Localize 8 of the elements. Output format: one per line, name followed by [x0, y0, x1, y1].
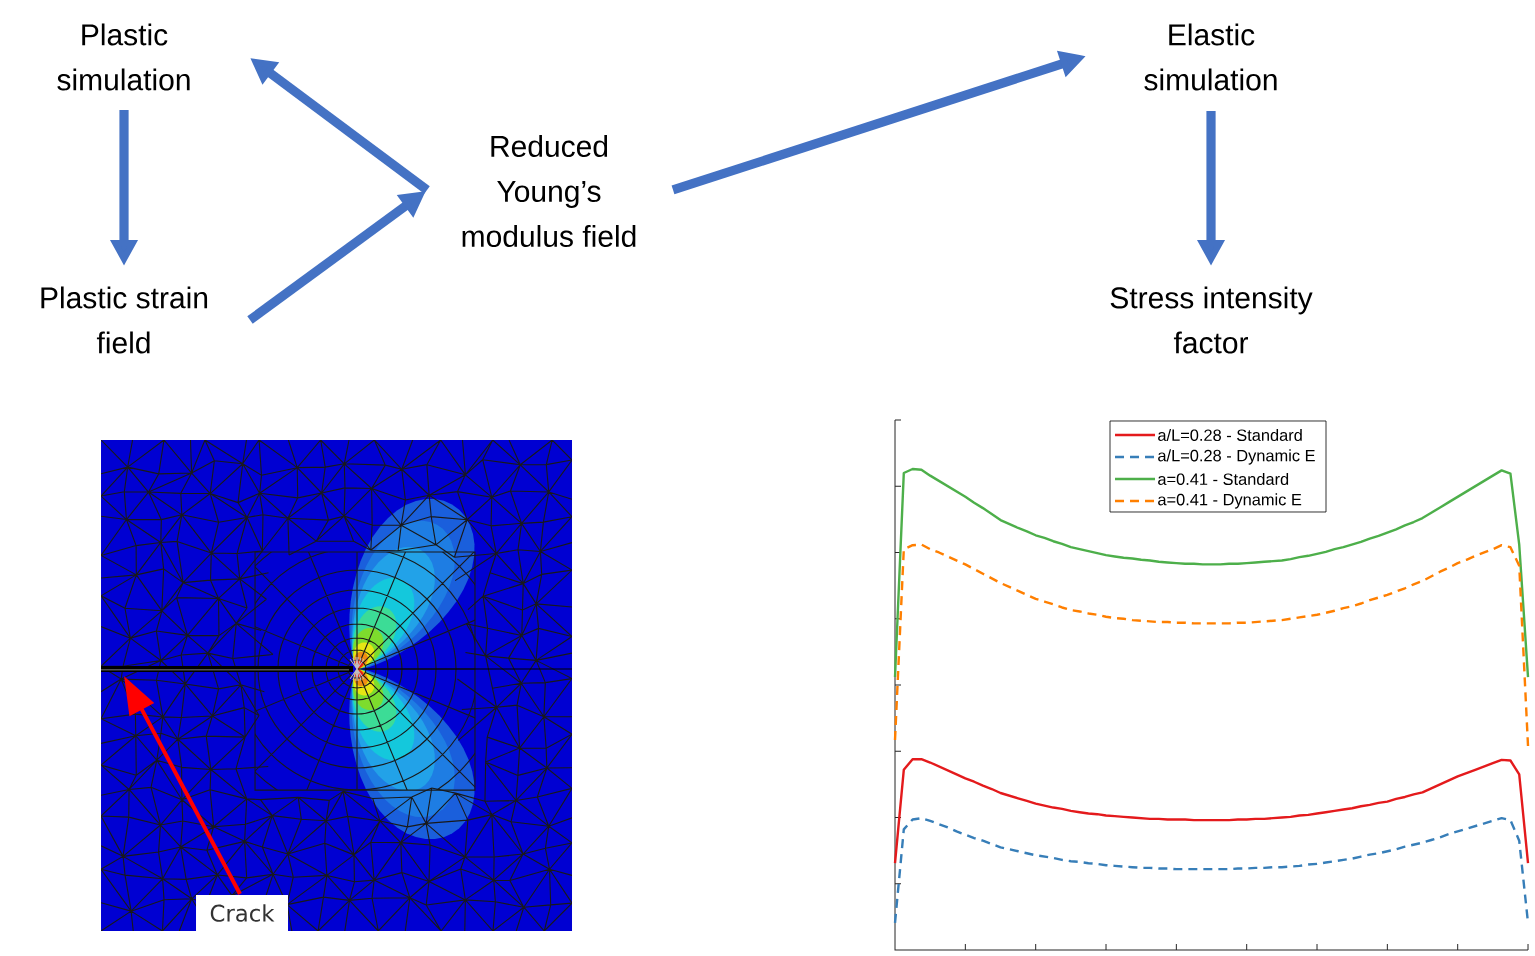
step-label: Plastic strain field: [41, 286, 208, 354]
step-label: Elastic simulation: [1144, 23, 1277, 91]
node-label: Crack: [210, 904, 275, 922]
step-label: Plastic simulation: [57, 23, 190, 91]
step-label: Reduced Young’s modulus field: [462, 135, 636, 247]
label-box: Crack: [196, 895, 288, 931]
mesh-picture: [101, 440, 572, 931]
step-label: Stress intensity factor: [1110, 286, 1313, 354]
